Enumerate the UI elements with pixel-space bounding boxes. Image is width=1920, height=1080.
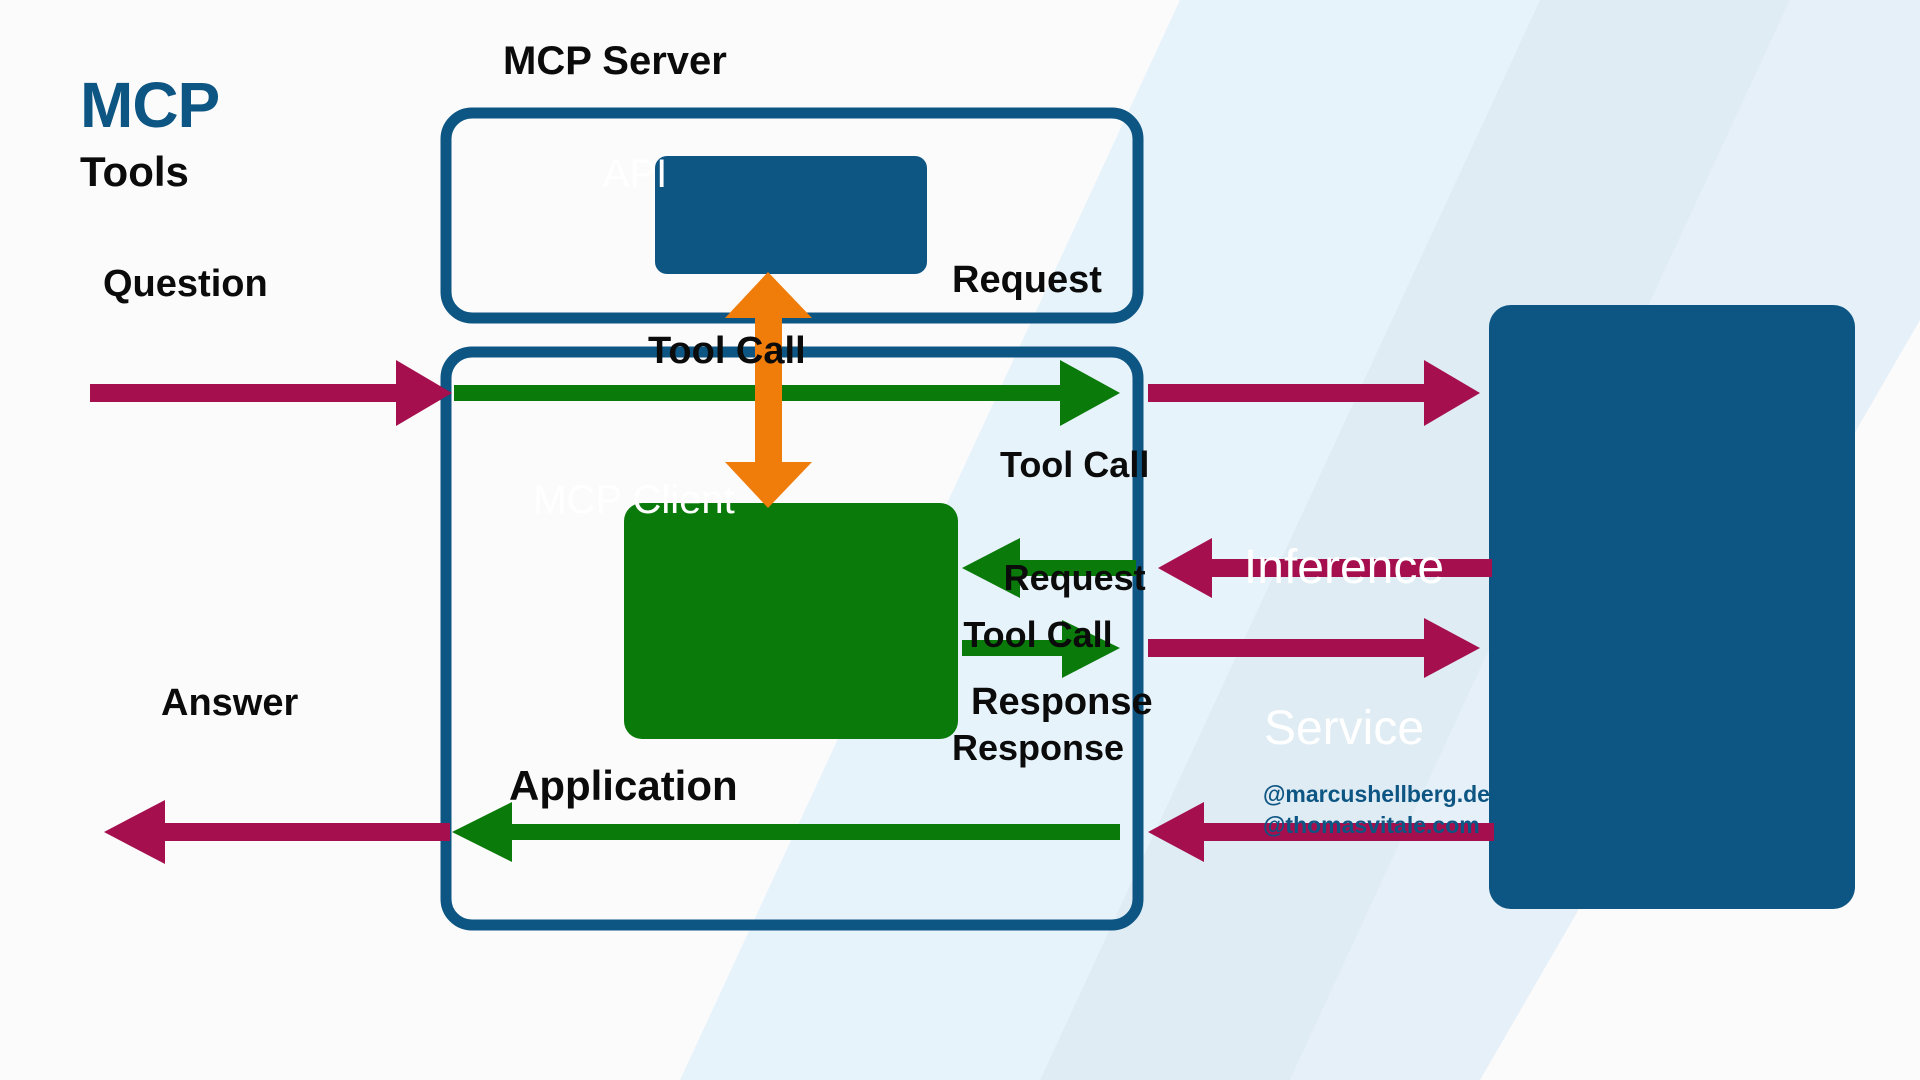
credit-line-1: @marcushellberg.dev [1263, 781, 1503, 807]
tool-call-label: Tool Call [648, 330, 806, 372]
mcp-server-label: MCP Server [503, 39, 727, 83]
mcp-client-node [624, 503, 958, 739]
answer-arrow [104, 800, 450, 864]
answer-label: Answer [161, 682, 299, 724]
credit-line-2: @thomasvitale.com [1263, 812, 1480, 839]
inference-service-node [1489, 305, 1855, 909]
response-label: Response [971, 681, 1153, 723]
response-arrow [1148, 802, 1494, 862]
tool-call-request-line1: Tool Call [1000, 443, 1150, 485]
tool-call-arrow [725, 272, 812, 508]
credits: @marcushellberg.dev @thomasvitale.com [1263, 779, 1503, 841]
api-node-label: API [602, 152, 668, 196]
tool-call-response-line2: Response [952, 726, 1125, 768]
question-arrow [90, 360, 452, 426]
api-node [655, 156, 927, 274]
inference-service-line1: Inference [1243, 540, 1445, 594]
mcp-client-node-label: MCP Client [533, 478, 735, 522]
tool-call-request-arrow [1158, 538, 1492, 598]
tool-call-response-green-arrow [962, 620, 1120, 678]
inference-service-node-label: Inference Service [1196, 433, 1492, 863]
tool-call-response-arrow [1148, 618, 1480, 678]
tool-call-request-green-arrow [962, 538, 1136, 598]
application-label: Application [509, 762, 738, 809]
question-label: Question [103, 263, 268, 305]
tool-call-request-line2: Request [1003, 556, 1146, 598]
application-container [440, 346, 1144, 931]
brand-subtitle: Tools [80, 148, 189, 195]
brand-title: MCP [80, 69, 220, 141]
inference-service-line2: Service [1263, 701, 1425, 755]
tool-call-response-label: Tool Call Response [952, 540, 1124, 842]
outbound-green-arrow [452, 802, 1120, 862]
request-label: Request [952, 259, 1102, 301]
tool-call-request-label: Tool Call Request [1000, 370, 1149, 672]
request-arrow [1148, 360, 1480, 426]
tool-call-response-line1: Tool Call [963, 613, 1113, 655]
